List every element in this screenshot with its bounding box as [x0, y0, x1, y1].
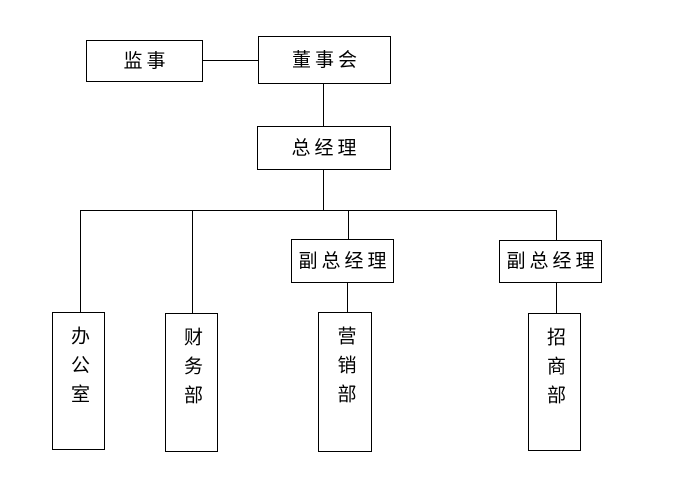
node-marketing-department: 营销部 [318, 312, 372, 452]
connector-supervisor-board [203, 60, 258, 61]
connector-horizontal-bus [80, 210, 557, 211]
connector-bus-office [80, 210, 81, 312]
node-office: 办公室 [52, 312, 105, 450]
connector-deputy-gm-1-marketing [347, 283, 348, 312]
node-general-manager: 总经理 [257, 126, 391, 170]
connector-bus-deputy-gm-2 [556, 210, 557, 240]
connector-deputy-gm-2-investment [556, 283, 557, 313]
node-board-of-directors-label: 董事会 [291, 49, 361, 71]
node-deputy-general-manager-2: 副总经理 [499, 240, 602, 283]
node-board-of-directors: 董事会 [258, 36, 391, 84]
connector-bus-finance [192, 210, 193, 313]
connector-general-manager-bus [323, 170, 324, 210]
node-marketing-department-label: 营销部 [334, 326, 356, 413]
node-deputy-general-manager-2-label: 副总经理 [506, 251, 599, 272]
node-finance-department: 财务部 [165, 313, 218, 452]
node-investment-department-label: 招商部 [544, 327, 565, 414]
node-office-label: 办公室 [68, 326, 89, 413]
node-deputy-general-manager-1: 副总经理 [291, 239, 394, 283]
node-supervisor: 监事 [86, 40, 203, 82]
node-deputy-general-manager-1-label: 副总经理 [298, 250, 391, 272]
connector-board-general-manager [323, 84, 324, 126]
node-investment-department: 招商部 [528, 313, 581, 451]
node-finance-department-label: 财务部 [181, 327, 202, 414]
connector-bus-deputy-gm-1 [348, 210, 349, 239]
node-supervisor-label: 监事 [123, 50, 170, 72]
node-general-manager-label: 总经理 [291, 137, 361, 159]
